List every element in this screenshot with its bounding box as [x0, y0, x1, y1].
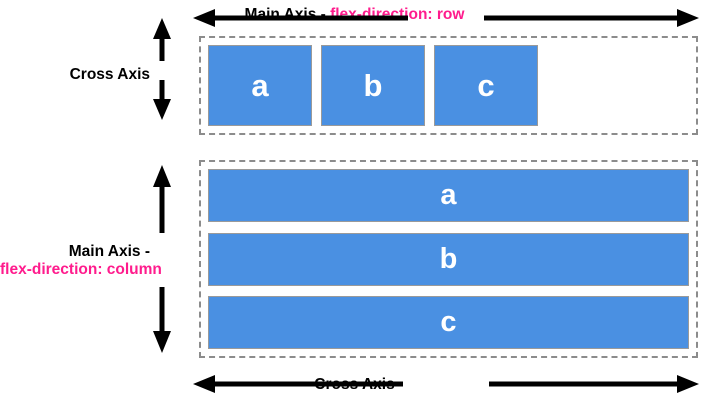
cross-axis-top-text: Cross Axis: [69, 66, 150, 83]
flex-item-column-b: b: [208, 232, 689, 286]
flex-item-row-b-label: b: [363, 67, 383, 103]
flex-item-column-a: a: [208, 169, 689, 222]
flex-container-column: a b c: [199, 160, 698, 358]
flex-item-row-c-label: c: [477, 67, 495, 103]
flex-item-row-c: c: [434, 45, 538, 126]
cross-axis-bottom-double-arrow-icon: [193, 375, 699, 393]
flex-item-column-b-label: b: [439, 242, 458, 275]
main-axis-column-prefix: Main Axis -: [68, 243, 150, 260]
flex-item-column-c: c: [208, 296, 689, 349]
cross-axis-top-label: Cross Axis: [0, 66, 150, 84]
main-axis-column-label: Main Axis - flex-direction: column: [0, 243, 162, 280]
main-axis-row-double-arrow-icon: [193, 9, 699, 27]
flex-item-row-a-label: a: [251, 67, 269, 103]
flex-item-row-b: b: [321, 45, 425, 126]
flex-container-row: a b c: [199, 36, 698, 135]
flex-item-column-c-label: c: [440, 306, 457, 338]
flex-item-column-a-label: a: [440, 179, 457, 211]
cross-axis-top-double-arrow-icon: [153, 18, 171, 120]
main-axis-column-accent: flex-direction: column: [0, 261, 162, 279]
main-axis-column-double-arrow-icon: [153, 165, 171, 353]
flex-item-row-a: a: [208, 45, 312, 126]
